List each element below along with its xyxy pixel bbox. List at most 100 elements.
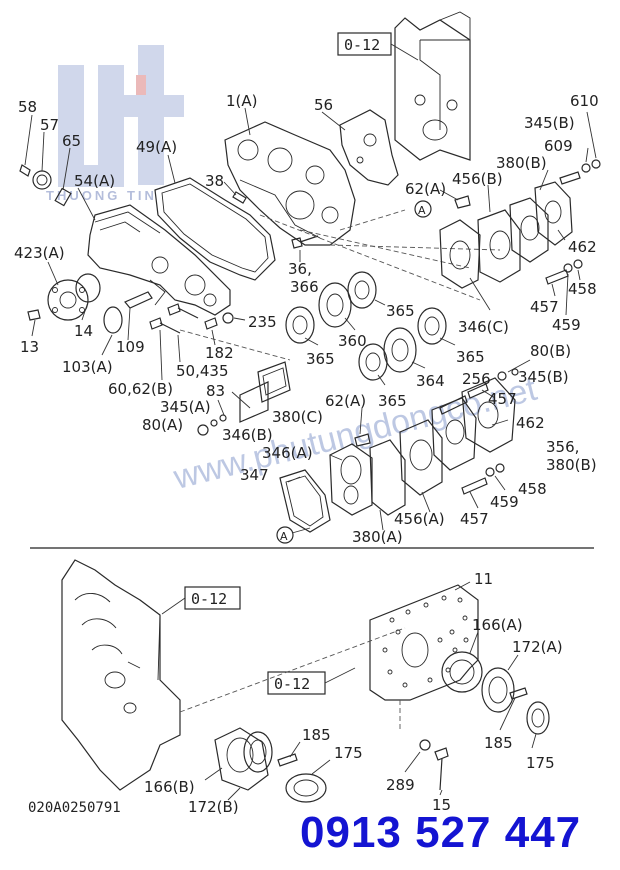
- label-50-435: 50,435: [176, 362, 229, 380]
- label-57: 57: [40, 116, 59, 134]
- rear-seal-right: [441, 631, 550, 749]
- label-1a: 1(A): [226, 92, 258, 110]
- rear-plate: [369, 581, 479, 701]
- label-457-bot: 457: [460, 510, 489, 528]
- label-60-62b: 60,62(B): [108, 380, 173, 398]
- label-62a-mid: 62(A): [325, 392, 366, 410]
- label-610: 610: [570, 92, 599, 110]
- label-175-l: 175: [334, 744, 363, 762]
- small-parts-left: [19, 114, 96, 221]
- label-456b: 456(B): [452, 170, 503, 188]
- label-609: 609: [544, 137, 573, 155]
- label-80b: 80(B): [530, 342, 571, 360]
- svg-text:A: A: [418, 204, 426, 217]
- svg-text:A: A: [280, 530, 288, 543]
- label-462-top: 462: [568, 238, 597, 256]
- label-365-b: 365: [306, 350, 335, 368]
- ref-box-lower-mid: 0-12: [267, 667, 356, 695]
- label-365-c: 365: [456, 348, 485, 366]
- label-185-l: 185: [302, 726, 331, 744]
- label-62a-top: 62(A): [405, 180, 446, 198]
- bolt-36-366: [291, 235, 319, 262]
- label-423a: 423(A): [14, 244, 65, 262]
- label-83: 83: [206, 382, 225, 400]
- plate-56: [321, 109, 399, 186]
- bolts-center-left: [149, 303, 246, 381]
- label-256: 256: [462, 370, 491, 388]
- label-346a: 346(A): [262, 444, 313, 462]
- ref-box-lower-left: 0-12: [161, 586, 241, 615]
- label-366: 366: [290, 278, 319, 296]
- label-356: 356,: [546, 438, 579, 456]
- drawing-number: 020A0250791: [28, 800, 121, 816]
- label-360: 360: [338, 332, 367, 350]
- label-182: 182: [205, 344, 234, 362]
- label-11: 11: [474, 570, 493, 588]
- small-left-lower: [197, 361, 291, 436]
- ref-box-top: 0-12: [337, 32, 419, 61]
- gasket-49a: [154, 154, 276, 281]
- label-289: 289: [386, 776, 415, 794]
- bearings-gears: [285, 271, 456, 386]
- label-365-a: 365: [386, 302, 415, 320]
- pump-drive-lower: [279, 377, 516, 533]
- label-36: 36,: [288, 260, 312, 278]
- label-15: 15: [432, 796, 451, 814]
- label-175-r: 175: [526, 754, 555, 772]
- label-458-top: 458: [568, 280, 597, 298]
- label-185-r: 185: [484, 734, 513, 752]
- label-38: 38: [205, 172, 224, 190]
- label-166b: 166(B): [144, 778, 195, 796]
- svg-text:0-12: 0-12: [274, 675, 310, 693]
- gear-housing: [224, 107, 356, 246]
- label-347: 347: [240, 466, 269, 484]
- gear-case-cover: [87, 204, 231, 316]
- label-380a: 380(A): [352, 528, 403, 546]
- svg-text:0-12: 0-12: [344, 36, 380, 54]
- engine-block-top: [394, 11, 471, 161]
- label-345b: 345(B): [518, 368, 569, 386]
- pump-drive-upper: [439, 169, 573, 311]
- label-80a: 80(A): [142, 416, 183, 434]
- watermark-logo: [58, 45, 184, 187]
- part-labels: 58 57 65 54(A) 423(A) 13 14 103(A) 109 1…: [14, 92, 599, 816]
- label-380b: 380(B): [496, 154, 547, 172]
- label-462-mid: 462: [516, 414, 545, 432]
- phone-number: 0913 527 447: [300, 808, 582, 857]
- circle-mark-a-upper: A: [414, 200, 432, 218]
- pulley-group: [27, 261, 153, 356]
- label-459-top: 459: [552, 316, 581, 334]
- bolts-609-610: [559, 111, 601, 185]
- label-109: 109: [116, 338, 145, 356]
- label-172a: 172(A): [512, 638, 563, 656]
- plate-fasteners: [399, 700, 449, 796]
- label-457-top: 457: [530, 298, 559, 316]
- watermark-brand: THUONG TIN: [46, 188, 157, 203]
- label-56: 56: [314, 96, 333, 114]
- label-49a: 49(A): [136, 138, 177, 156]
- studs-lower: [439, 359, 531, 509]
- label-346b: 346(B): [222, 426, 273, 444]
- label-235: 235: [248, 313, 277, 331]
- circle-mark-a-lower: A: [276, 526, 311, 544]
- label-14: 14: [74, 322, 93, 340]
- label-166a: 166(A): [472, 616, 523, 634]
- label-456a: 456(A): [394, 510, 445, 528]
- label-65: 65: [62, 132, 81, 150]
- label-380c: 380(C): [272, 408, 323, 426]
- label-365-d: 365: [378, 392, 407, 410]
- label-380b-2: 380(B): [546, 456, 597, 474]
- label-172b: 172(B): [188, 798, 239, 816]
- engine-block-lower: [61, 559, 181, 791]
- label-457-mid: 457: [488, 390, 517, 408]
- label-346c: 346(C): [458, 318, 509, 336]
- svg-text:0-12: 0-12: [191, 590, 227, 608]
- studs-upper: [545, 259, 583, 316]
- label-345b-top: 345(B): [524, 114, 575, 132]
- label-345a: 345(A): [160, 398, 211, 416]
- pin-38: [223, 181, 247, 204]
- label-364: 364: [416, 372, 445, 390]
- label-13: 13: [20, 338, 39, 356]
- label-58: 58: [18, 98, 37, 116]
